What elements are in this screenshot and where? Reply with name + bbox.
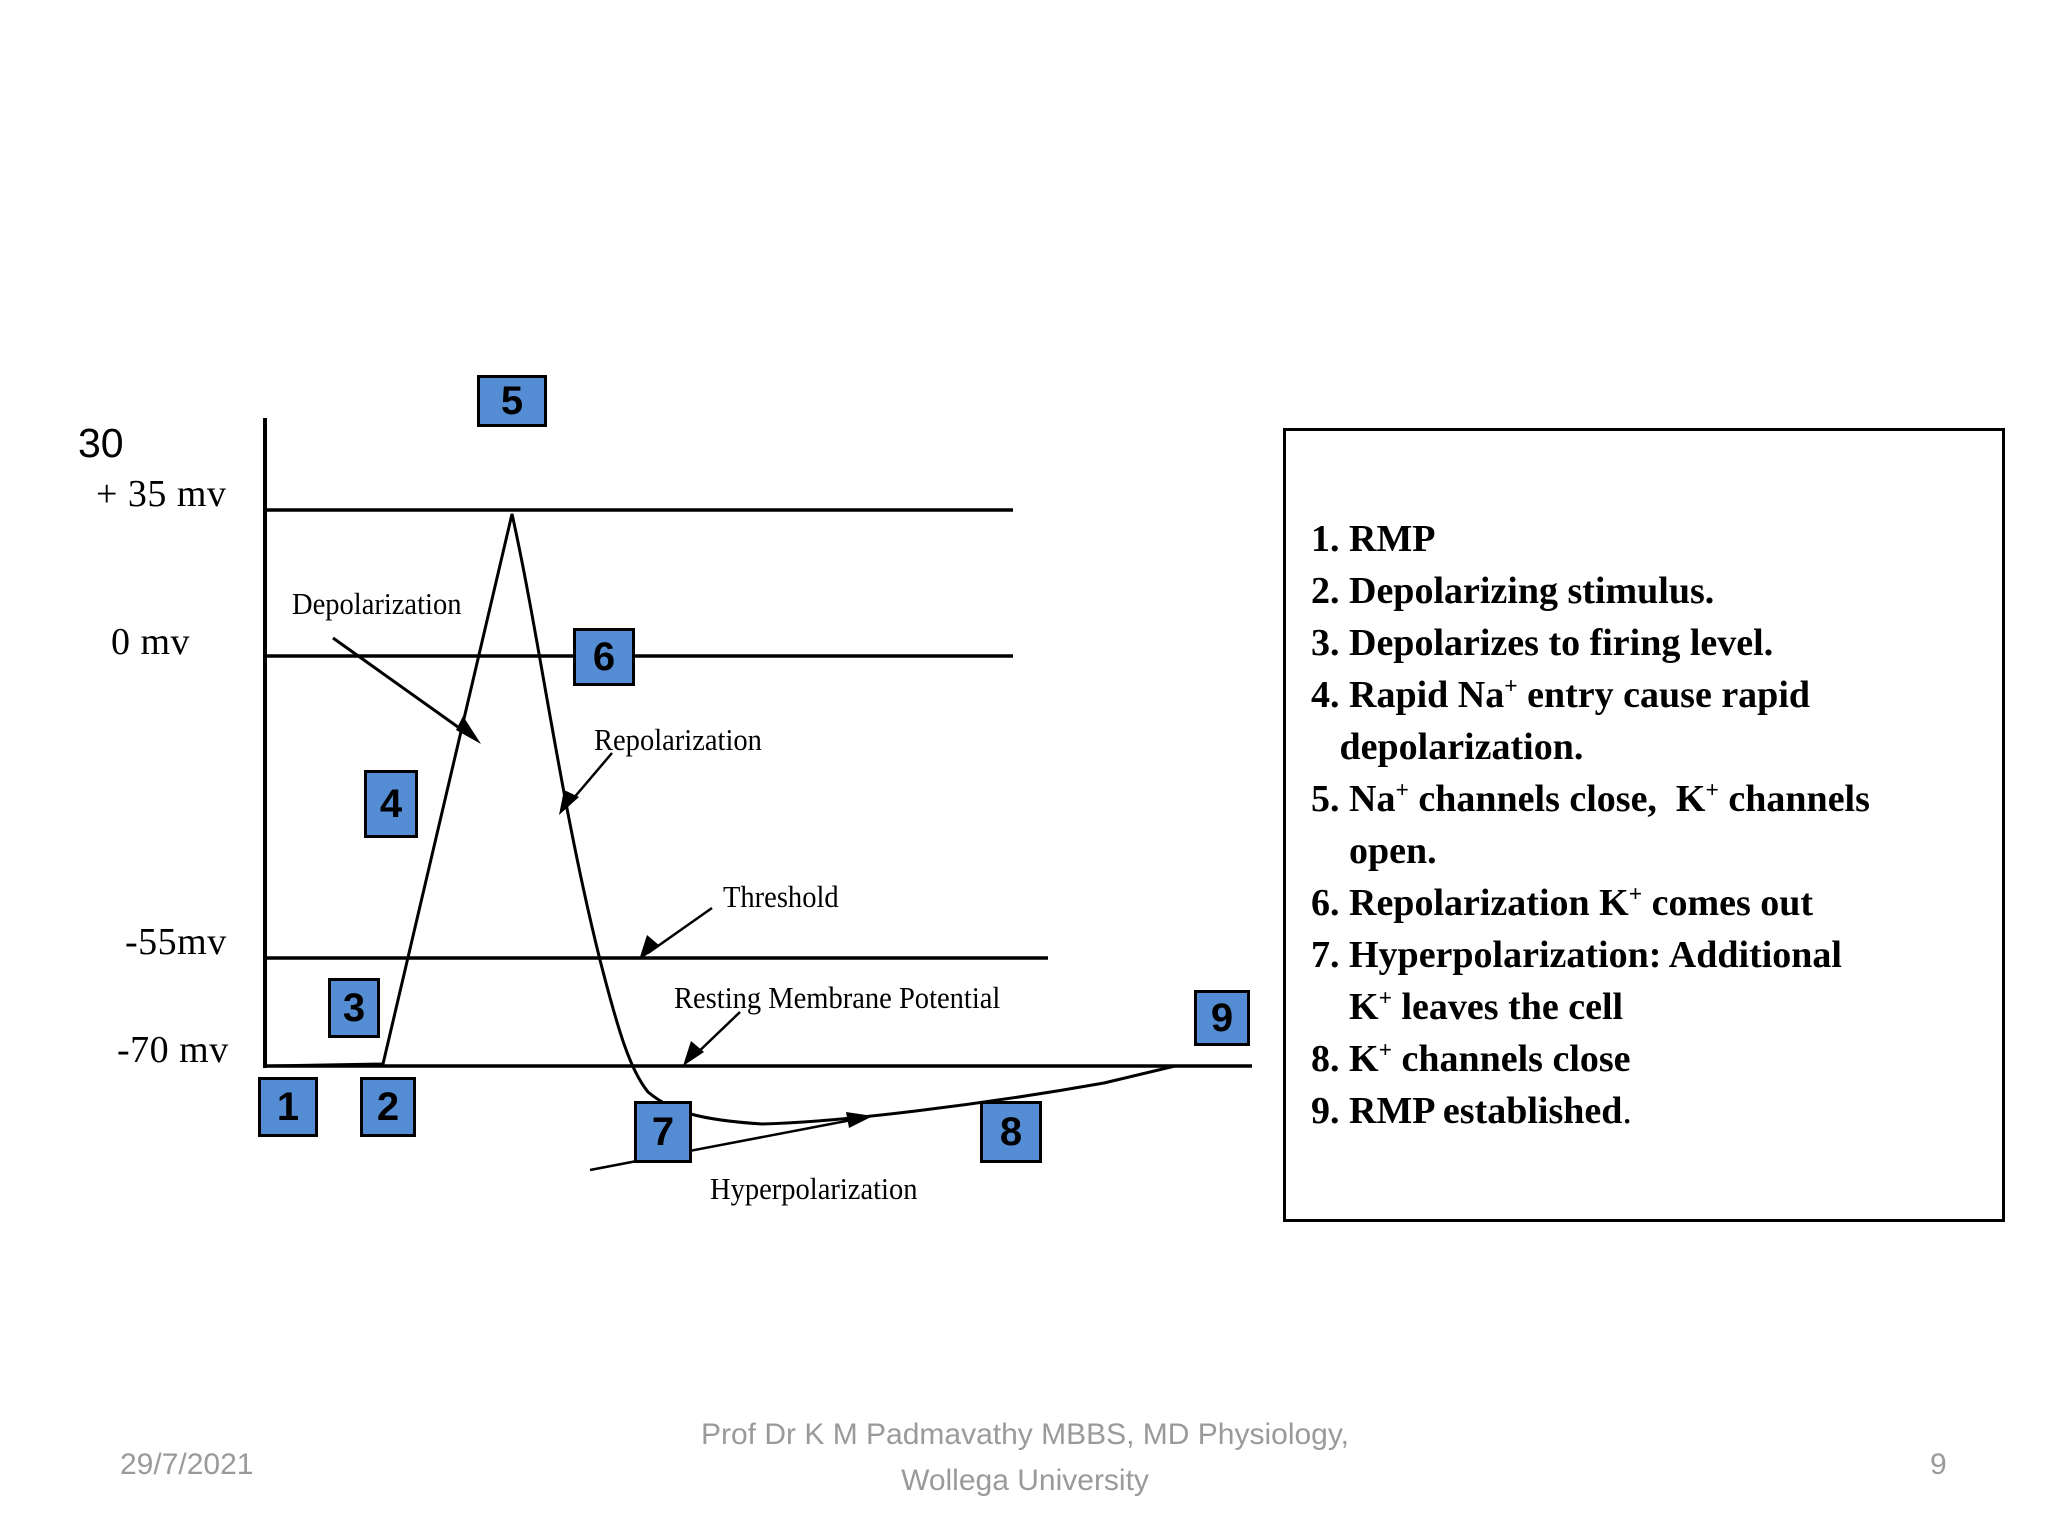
annotation-threshold: Threshold — [723, 879, 839, 914]
steps-legend-box: 1. RMP 2. Depolarizing stimulus. 3. Depo… — [1283, 428, 2005, 1222]
axis-label-plus35: + 35 mv — [96, 473, 227, 515]
legend-item-1-number: 1. — [1311, 518, 1340, 560]
threshold-arrow — [639, 906, 713, 960]
legend-item-5-number: 5. — [1311, 778, 1340, 820]
footer-page-number: 9 — [1930, 1448, 1947, 1481]
action-potential-chart: 30 + 35 mv 0 mv -55mv -70 mv Depolarizat… — [78, 375, 1252, 1206]
legend-item-8-text: K+ channels close — [1349, 1037, 1631, 1080]
list-item: 3. Depolarizes to firing level. — [1311, 617, 1991, 669]
annotation-resting-membrane-potential: Resting Membrane Potential — [674, 980, 1001, 1015]
list-item: 7. Hyperpolarization: Additional K+ leav… — [1311, 929, 1991, 1033]
depolarization-arrow — [332, 636, 481, 744]
axis-label-minus55: -55mv — [125, 921, 227, 963]
list-item: 5. Na+ channels close, K+ channels open. — [1311, 773, 1991, 877]
marker-badge-8[interactable]: 8 — [980, 1101, 1042, 1163]
list-item: 6. Repolarization K+ comes out — [1311, 877, 1991, 929]
legend-item-3-text: Depolarizes to firing level. — [1349, 622, 1774, 664]
legend-item-1-text: RMP — [1349, 518, 1436, 560]
repolarization-arrow — [559, 752, 613, 815]
legend-item-6-text: Repolarization K+ comes out — [1349, 881, 1814, 924]
marker-badge-1[interactable]: 1 — [258, 1077, 318, 1137]
legend-item-2-number: 2. — [1311, 570, 1340, 612]
footer-credit: Prof Dr K M Padmavathy MBBS, MD Physiolo… — [701, 1418, 1349, 1497]
annotation-hyperpolarization: Hyperpolarization — [710, 1171, 918, 1206]
footer-date: 29/7/2021 — [120, 1448, 254, 1481]
legend-item-8-number: 8. — [1311, 1038, 1340, 1080]
legend-item-9-text: RMP established. — [1349, 1090, 1632, 1132]
steps-legend-list: 1. RMP 2. Depolarizing stimulus. 3. Depo… — [1311, 513, 1991, 1137]
legend-item-3-number: 3. — [1311, 622, 1340, 664]
legend-item-7-number: 7. — [1311, 934, 1340, 976]
list-item: 9. RMP established. — [1311, 1085, 1991, 1137]
annotation-repolarization: Repolarization — [594, 722, 762, 757]
action-potential-trace — [267, 513, 1252, 1126]
legend-item-7-text: Hyperpolarization: Additional K+ leaves … — [1311, 934, 1842, 1028]
list-item: 2. Depolarizing stimulus. — [1311, 565, 1991, 617]
axis-label-zero: 0 mv — [111, 621, 191, 663]
marker-badge-4[interactable]: 4 — [364, 770, 418, 838]
list-item: 8. K+ channels close — [1311, 1033, 1991, 1085]
list-item: 4. Rapid Na+ entry cause rapid depolariz… — [1311, 669, 1991, 773]
axis-label-minus70: -70 mv — [117, 1029, 229, 1071]
marker-badge-9[interactable]: 9 — [1194, 990, 1250, 1046]
marker-badge-5[interactable]: 5 — [477, 375, 547, 427]
legend-item-6-number: 6. — [1311, 882, 1340, 924]
marker-badge-3[interactable]: 3 — [328, 978, 380, 1038]
legend-item-9-number: 9. — [1311, 1090, 1340, 1132]
list-item: 1. RMP — [1311, 513, 1991, 565]
legend-item-5-text: Na+ channels close, K+ channels open. — [1311, 777, 1870, 872]
marker-badge-6[interactable]: 6 — [573, 628, 635, 686]
resting-potential-arrow — [683, 1011, 741, 1066]
marker-badge-2[interactable]: 2 — [360, 1077, 416, 1137]
legend-item-4-number: 4. — [1311, 674, 1340, 716]
annotation-depolarization: Depolarization — [292, 586, 462, 621]
axis-label-30: 30 — [78, 420, 124, 466]
legend-item-2-text: Depolarizing stimulus. — [1349, 570, 1715, 612]
marker-badge-7[interactable]: 7 — [634, 1101, 692, 1163]
legend-item-4-text: Rapid Na+ entry cause rapid depolarizati… — [1311, 673, 1811, 768]
